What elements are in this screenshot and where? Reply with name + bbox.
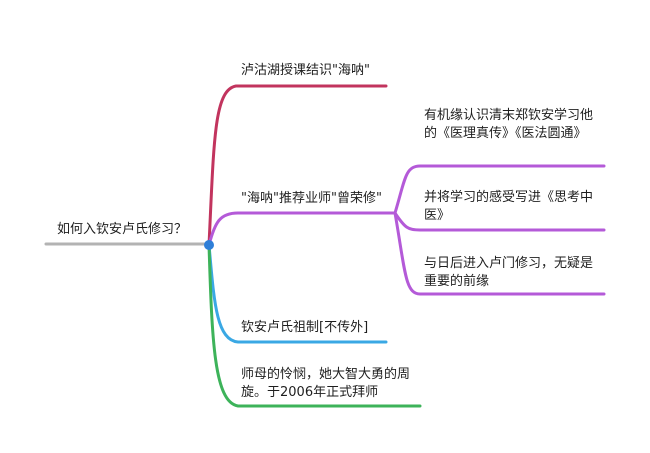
subtopic-c2[interactable]: 并将学习的感受写进《思考中医》: [424, 190, 594, 223]
child-line-c1: [393, 164, 606, 215]
branch-line-b1: [207, 84, 388, 247]
branch-line-b2: [207, 211, 397, 247]
topic-b1[interactable]: 泸沽湖授课结识"海呐": [241, 63, 370, 78]
subtopic-c1[interactable]: 有机缘认识清末郑钦安学习他的《医理真传》《医法圆通》: [424, 108, 594, 141]
topic-b4[interactable]: 师母的怜悯，她大智大勇的周旋。于2006年正式拜师: [241, 367, 411, 400]
root-topic[interactable]: 如何入钦安卢氏修习？: [57, 222, 188, 237]
branch-line-b4: [207, 243, 422, 408]
topic-b2[interactable]: "海呐"推荐业师"曾荣修": [241, 191, 382, 206]
subtopic-c3[interactable]: 与日后进入卢门修习，无疑是重要的前缘: [424, 256, 594, 289]
topic-b3[interactable]: 钦安卢氏祖制[不传外]: [241, 320, 369, 335]
child-line-c3: [393, 211, 606, 296]
root-node-dot[interactable]: [204, 240, 214, 250]
child-line-c2: [393, 211, 606, 232]
